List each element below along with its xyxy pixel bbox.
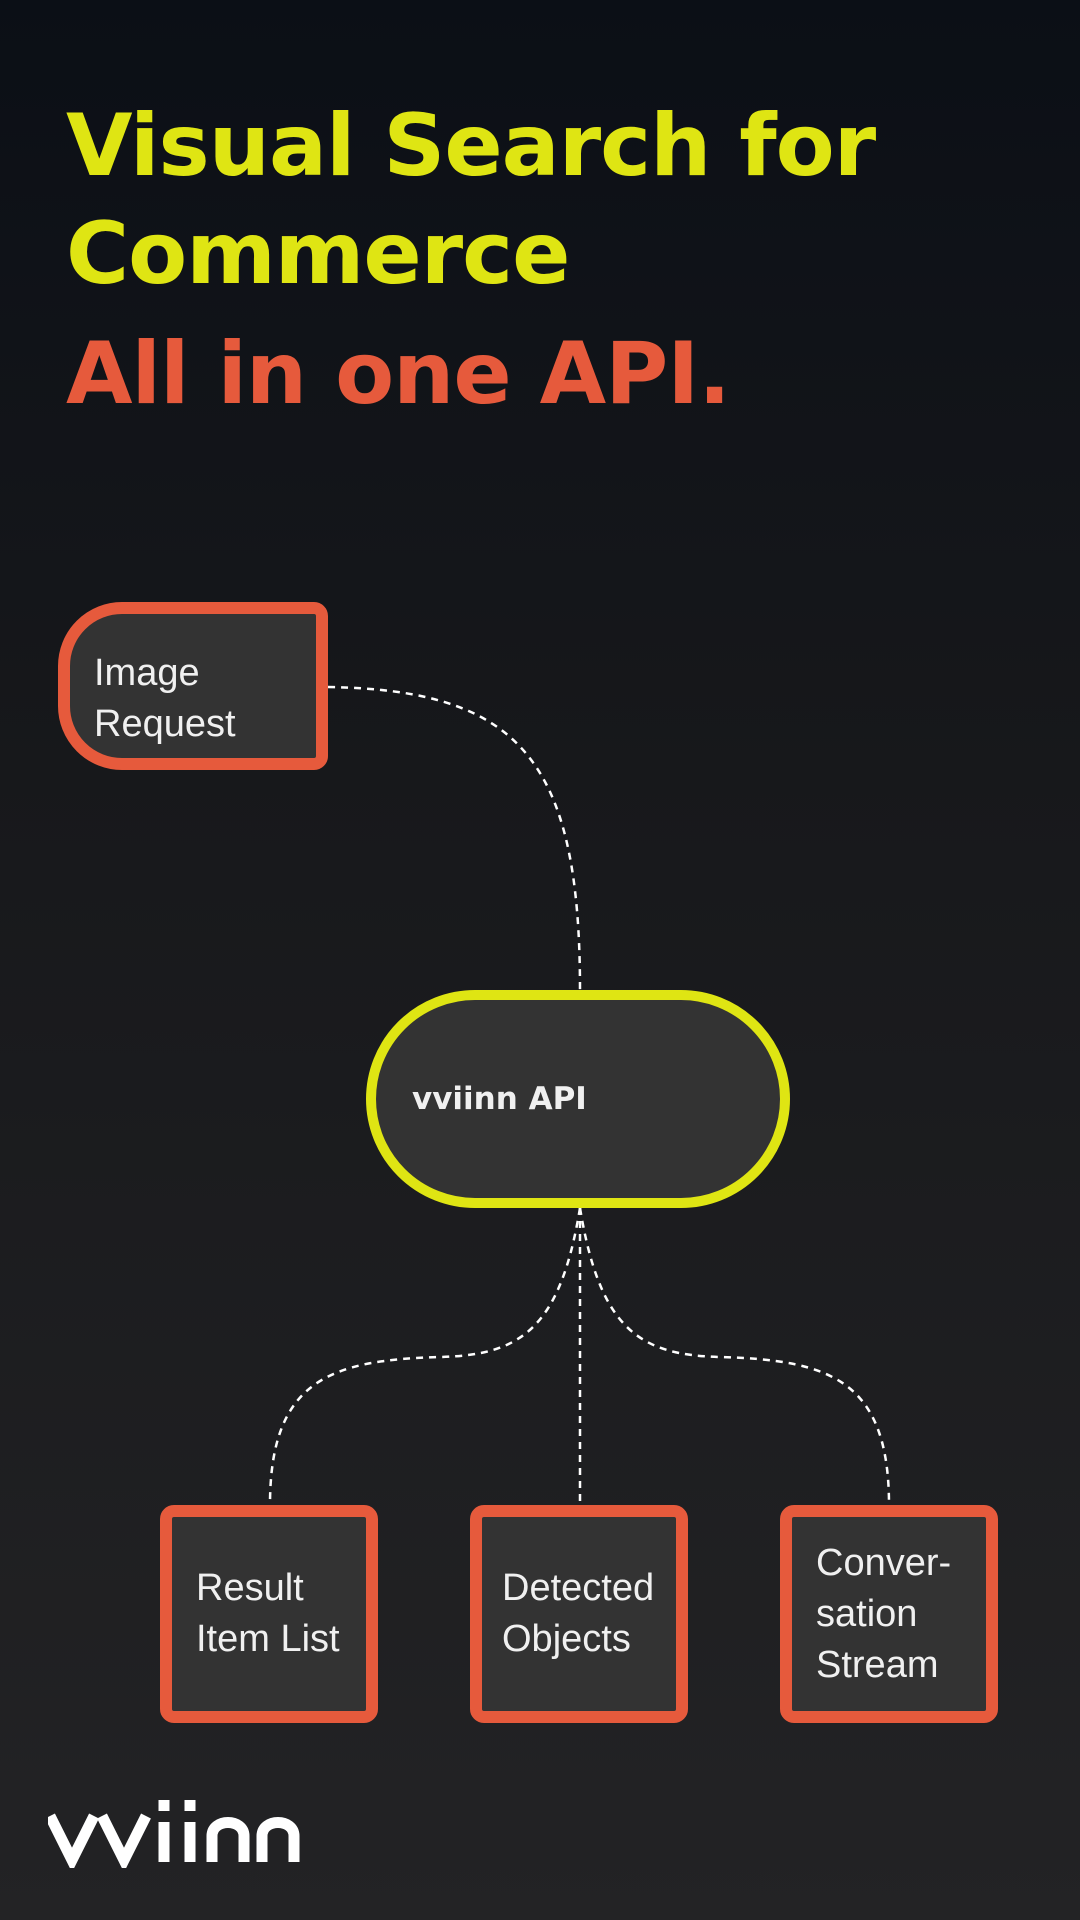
detected-objects-line-1: Detected (502, 1567, 655, 1609)
conversation-stream-line-3: Stream (816, 1643, 939, 1686)
heading: Visual Search for Commerce All in one AP… (66, 92, 1026, 428)
tagline: All in one API. (66, 324, 731, 424)
vviinn-logo (48, 1800, 300, 1868)
conversation-stream-node: Conver- sation Stream (780, 1505, 998, 1723)
title-line-1: Visual Search for (66, 96, 876, 196)
connector-api-to-results (268, 1207, 582, 1506)
conversation-stream-line-1: Conver- (816, 1541, 952, 1584)
image-request-node: Image Request (58, 602, 328, 770)
result-item-list-line-2: Item List (196, 1618, 340, 1660)
connector-image-to-api (327, 685, 582, 991)
conversation-stream-line-2: sation (816, 1592, 918, 1635)
page-title: Visual Search for Commerce (66, 92, 1026, 308)
image-request-line-2: Request (94, 703, 236, 745)
connector-api-to-conversation (578, 1207, 891, 1506)
detected-objects-node: Detected Objects (470, 1505, 688, 1723)
detected-objects-line-2: Objects (502, 1618, 631, 1660)
api-node-label: vviinn API (412, 1080, 587, 1117)
title-line-2: Commerce (66, 204, 570, 304)
result-item-list-line-1: Result (196, 1567, 304, 1609)
result-item-list-node: Result Item List (160, 1505, 378, 1723)
image-request-line-1: Image (94, 652, 200, 694)
api-node: vviinn API (366, 990, 790, 1208)
